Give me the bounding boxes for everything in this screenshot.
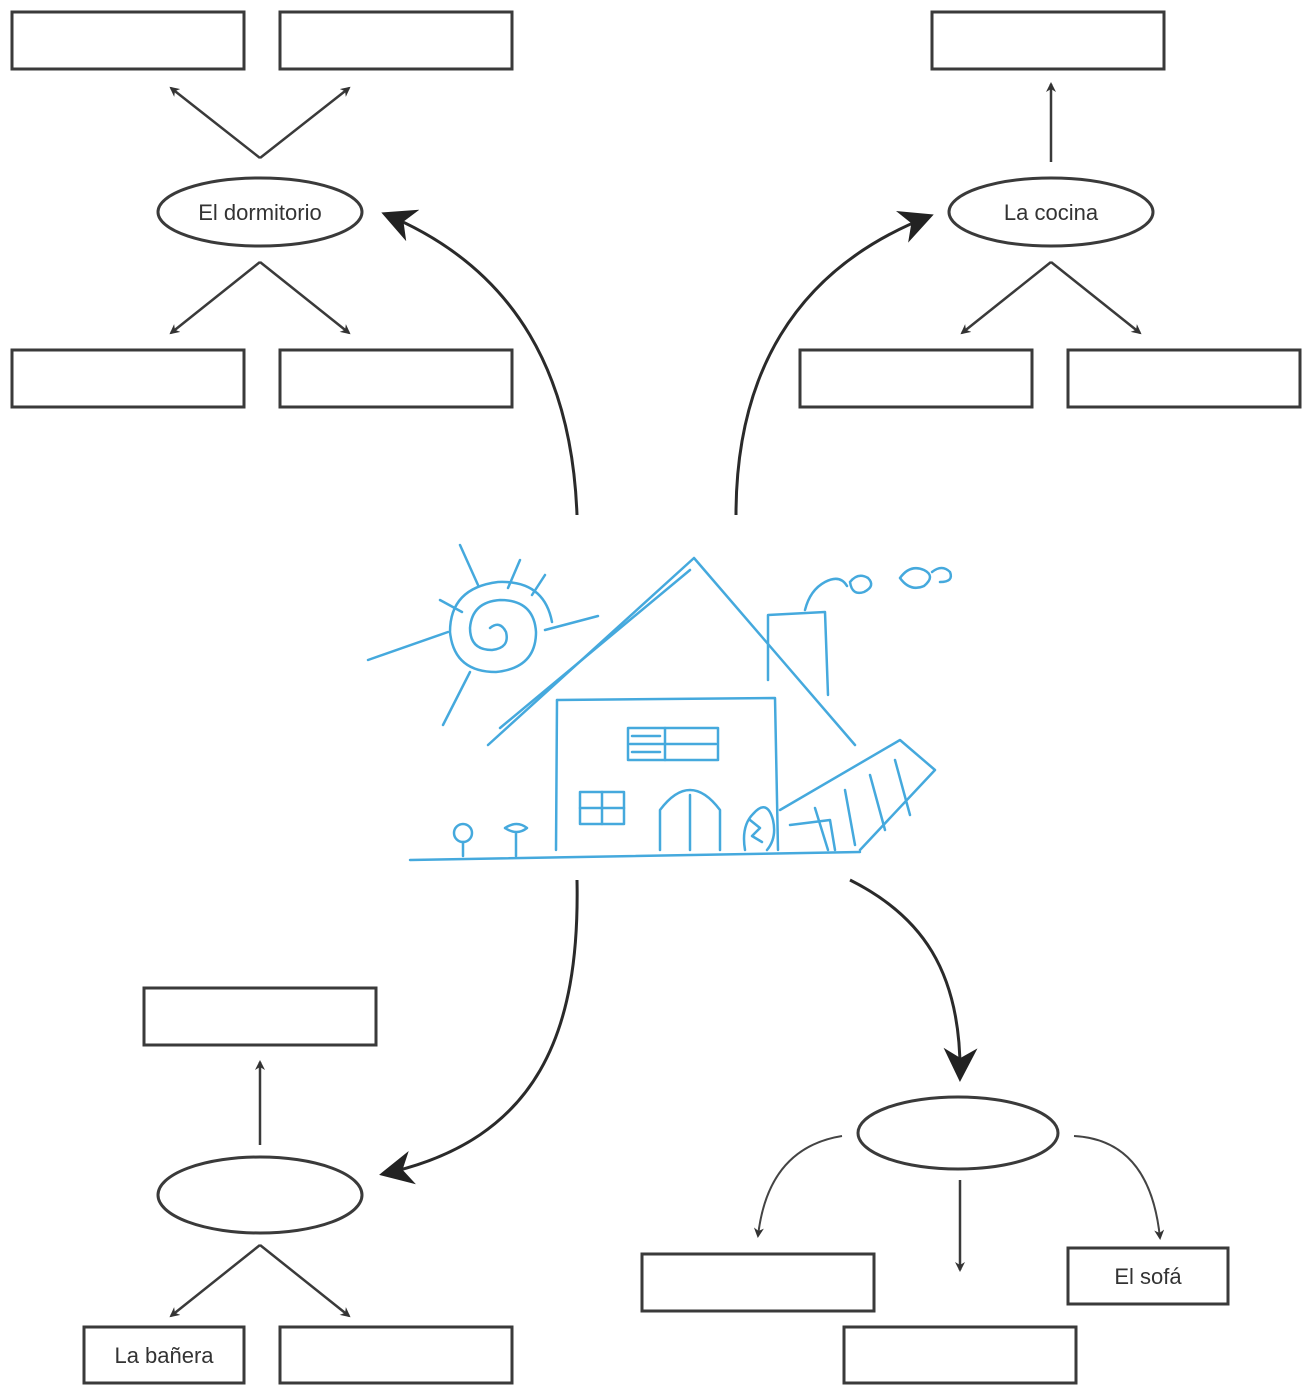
bedroom-arrow-down-left [169, 261, 261, 335]
bathroom-group: La bañera [82, 986, 514, 1385]
living-room-arrow-left [753, 1135, 843, 1238]
living-room-item-box-3[interactable] [1066, 1246, 1230, 1306]
bedroom-label: El dormitorio [198, 200, 321, 225]
kitchen-oval [947, 176, 1155, 248]
kitchen-arrow-down-right [1050, 261, 1142, 335]
bedroom-item-box-1[interactable] [10, 10, 246, 71]
bedroom-arrow-up-right [259, 86, 351, 159]
kitchen-label: La cocina [1004, 200, 1099, 225]
living-room-item-box-1[interactable] [640, 1252, 876, 1313]
kitchen-item-box-3[interactable] [1066, 348, 1302, 409]
arrow-house-to-bathroom [379, 879, 579, 1185]
living-room-item-box-2[interactable] [842, 1325, 1078, 1385]
bedroom-item-box-3[interactable] [10, 348, 246, 409]
bathroom-item-box-2[interactable] [82, 1325, 246, 1385]
bedroom-arrow-up-left [169, 86, 261, 159]
kitchen-item-box-1[interactable] [930, 10, 1166, 71]
connector-arrows [379, 209, 978, 1185]
bedroom-item-box-4[interactable] [278, 348, 514, 409]
kitchen-group: La cocina [798, 10, 1302, 409]
arrow-house-to-living-room [849, 878, 978, 1082]
bedroom-oval [156, 176, 364, 248]
living-room-group: El sofá [640, 1095, 1230, 1385]
bedroom-arrow-down-right [259, 261, 351, 335]
bathroom-item-box-3[interactable] [278, 1325, 514, 1385]
living-room-item-text-3: El sofá [1114, 1264, 1182, 1289]
bathroom-item-text-2: La bañera [114, 1343, 214, 1368]
kitchen-arrow-down-left [960, 261, 1052, 335]
kitchen-item-box-2[interactable] [798, 348, 1034, 409]
house-sketch-icon [366, 543, 953, 862]
living-room-arrow-right [1073, 1135, 1165, 1240]
arrow-house-to-bedroom [381, 209, 579, 516]
sun-sketch-icon [366, 543, 600, 727]
bathroom-arrow-down-right [259, 1244, 351, 1318]
bedroom-group: El dormitorio [10, 10, 514, 409]
bedroom-item-box-2[interactable] [278, 10, 514, 71]
living-room-oval [856, 1095, 1060, 1171]
bathroom-oval [156, 1155, 364, 1235]
arrow-house-to-kitchen [734, 210, 934, 516]
bathroom-item-box-1[interactable] [142, 986, 378, 1047]
bathroom-arrow-down-left [169, 1244, 261, 1318]
